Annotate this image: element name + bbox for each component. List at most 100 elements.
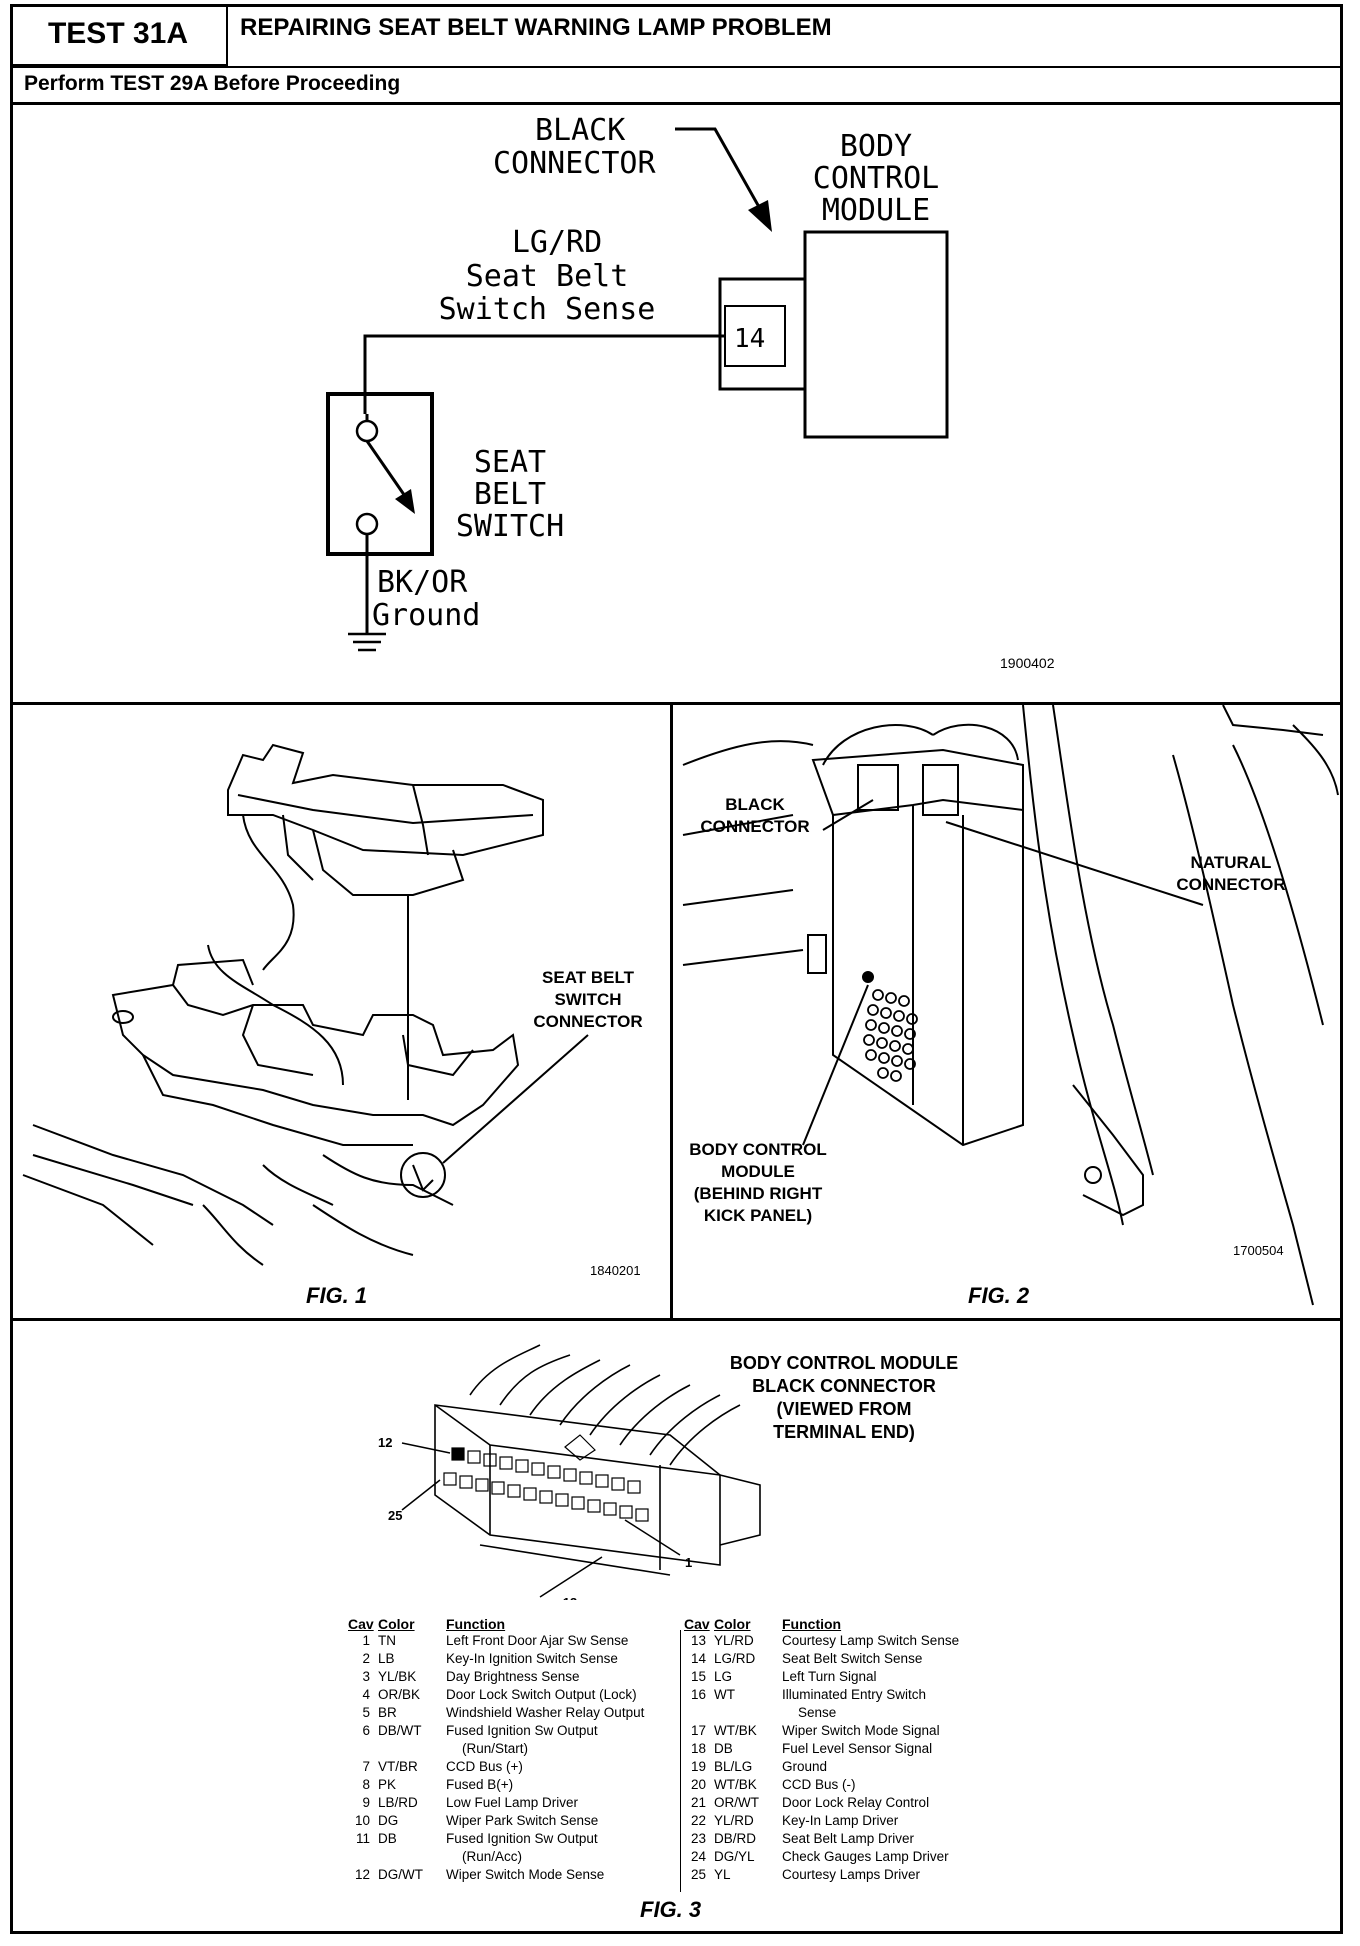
circuit-function: Check Gauges Lamp Driver <box>782 1849 949 1864</box>
switch-label-1: SEAT <box>474 445 546 480</box>
circuit-function: Wiper Switch Mode Sense <box>446 1867 605 1882</box>
circuit-function: Key-In Ignition Switch Sense <box>446 1651 618 1666</box>
wire-color: OR/WT <box>714 1795 759 1810</box>
fig1-callout-line3: CONNECTOR <box>533 1012 642 1031</box>
wire-function-label-2: Switch Sense <box>439 292 656 327</box>
circuit-function: Illuminated Entry Switch <box>782 1687 927 1702</box>
black-connector-label-1: BLACK <box>535 113 625 148</box>
cavity-number <box>348 1740 378 1758</box>
fig3-table-divider <box>680 1630 681 1892</box>
wire-color <box>714 1704 782 1722</box>
wire-color: PK <box>378 1777 397 1792</box>
cavity-number: 12 <box>354 1867 370 1882</box>
wire-color: DG/WT <box>378 1867 423 1882</box>
table-row: 7 VT/BR CCD Bus (+) <box>348 1758 650 1776</box>
fig3-connector-illustration: 12 25 13 1 BODY CONTROL MODULE BLACK CON… <box>378 1344 958 1600</box>
wire-color: DB <box>378 1831 397 1846</box>
bcm-label-1: BODY <box>840 129 912 164</box>
cavity-number: 19 <box>690 1759 706 1774</box>
fig2-black-connector-line2: CONNECTOR <box>700 817 809 836</box>
circuit-function: Seat Belt Lamp Driver <box>782 1831 915 1846</box>
col-header-cav: Cav <box>684 1616 710 1632</box>
seat-belt-sense-wire <box>363 334 725 414</box>
fig2-bcm-line4: KICK PANEL) <box>704 1206 812 1225</box>
switch-label-3: SWITCH <box>456 509 564 544</box>
col-header-cav: Cav <box>348 1616 374 1632</box>
wire-color: DG/YL <box>714 1849 755 1864</box>
wire-color: DG <box>378 1813 399 1828</box>
bcm-box <box>803 230 949 439</box>
wire-color: VT/BR <box>378 1759 418 1774</box>
cavity-number: 22 <box>690 1813 706 1828</box>
cavity-number: 8 <box>362 1777 370 1792</box>
wire-color: DB <box>714 1741 733 1756</box>
fig3-label: FIG. 3 <box>640 1897 702 1922</box>
switch-contact-bottom <box>355 512 379 536</box>
circuit-function: Courtesy Lamps Driver <box>782 1867 921 1882</box>
circuit-function: Fuel Level Sensor Signal <box>782 1741 933 1756</box>
col-header-color: Color <box>378 1616 415 1632</box>
cavity-number: 5 <box>362 1705 370 1720</box>
fig1-console-illustration: SEAT BELT SWITCH CONNECTOR 1840201 <box>22 743 643 1278</box>
test-title: REPAIRING SEAT BELT WARNING LAMP PROBLEM <box>240 14 832 41</box>
circuit-function: Key-In Lamp Driver <box>782 1813 899 1828</box>
table-row: 12 DG/WT Wiper Switch Mode Sense <box>348 1866 650 1884</box>
table-row: 11 DB Fused Ignition Sw Output <box>348 1830 650 1848</box>
wire-color-label: LG/RD <box>512 225 602 260</box>
cavity-number: 21 <box>690 1795 706 1810</box>
cavity-number: 14 <box>690 1651 706 1666</box>
cavity-number: 2 <box>362 1651 370 1666</box>
header-bottom-rule <box>10 102 1343 105</box>
circuit-function: Sense <box>798 1705 837 1720</box>
table-row: 21 OR/WT Door Lock Relay Control <box>684 1794 965 1812</box>
cavity-number: 7 <box>362 1759 370 1774</box>
fig2-bcm-illustration: BLACK CONNECTOR NATURAL CONNECTOR BODY C… <box>682 705 1339 1306</box>
col-header-function: Function <box>446 1616 506 1632</box>
circuit-function: Left Turn Signal <box>782 1669 877 1684</box>
cavity-number: 11 <box>355 1831 370 1846</box>
wire-color: LG/RD <box>714 1651 756 1666</box>
cavity-number: 18 <box>690 1741 706 1756</box>
fig3-title-line1: BODY CONTROL MODULE <box>730 1353 958 1373</box>
circuit-function: Fused Ignition Sw Output <box>446 1831 598 1846</box>
wire-color: TN <box>378 1633 396 1648</box>
test-header: TEST 31A REPAIRING SEAT BELT WARNING LAM… <box>10 4 1343 105</box>
circuit-function: Wiper Park Switch Sense <box>446 1813 599 1828</box>
wire-function-label-1: Seat Belt <box>466 259 629 294</box>
circuit-function: (Run/Start) <box>462 1741 529 1756</box>
schematic-bottom-rule <box>10 702 1343 705</box>
fig3-pin-25: 25 <box>388 1508 402 1523</box>
wire-color: DB/RD <box>714 1831 757 1846</box>
wire-color <box>378 1848 446 1866</box>
circuit-function: Low Fuel Lamp Driver <box>446 1795 579 1810</box>
wire-color: DB/WT <box>378 1723 422 1738</box>
fig2-bcm-line1: BODY CONTROL <box>689 1140 827 1159</box>
wiring-schematic: 14 BLACK CONNECTOR BODY CONTROL MODULE L… <box>326 113 1055 671</box>
header-divider <box>10 66 1343 68</box>
pin-14-label: 14 <box>734 324 765 354</box>
cavity-number: 24 <box>690 1849 706 1864</box>
circuit-function: CCD Bus (+) <box>446 1759 523 1774</box>
fig3-title-line4: TERMINAL END) <box>773 1422 915 1442</box>
circuit-function: CCD Bus (-) <box>782 1777 856 1792</box>
seat-belt-switch-box <box>326 392 434 556</box>
black-connector-arrow <box>675 127 765 215</box>
bcm-label-2: CONTROL <box>813 161 939 196</box>
black-connector-housing <box>718 277 805 391</box>
wire-color: WT/BK <box>714 1723 757 1738</box>
fig1-ref-number: 1840201 <box>590 1263 641 1278</box>
circuit-function: Door Lock Relay Control <box>782 1795 930 1810</box>
